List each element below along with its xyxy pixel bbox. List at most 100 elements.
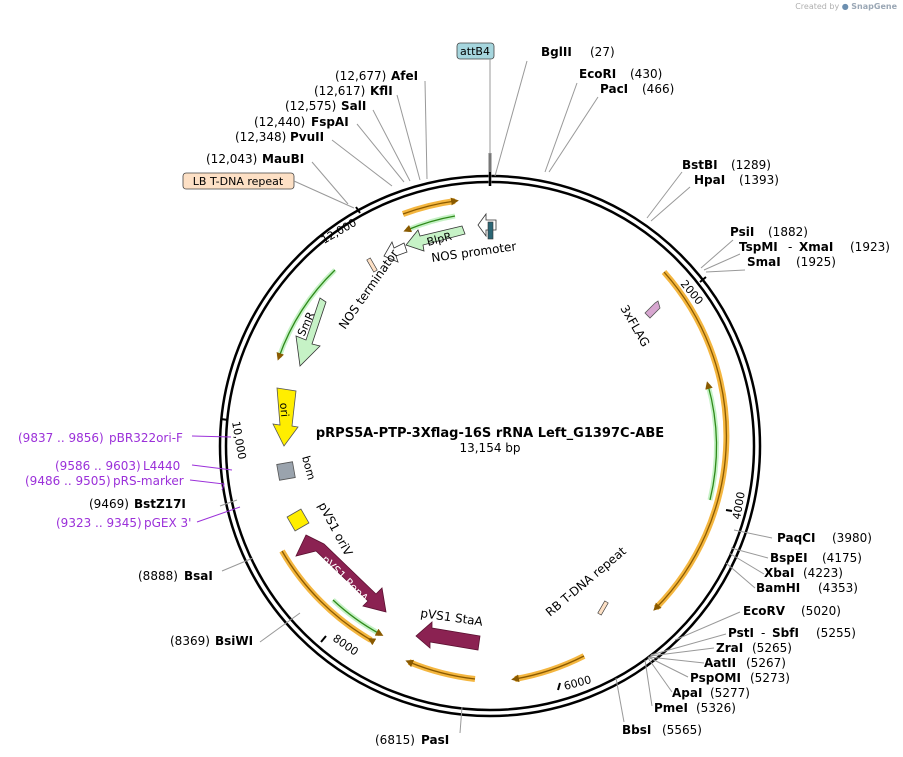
site-zrai: ZraI (5265) (716, 641, 792, 655)
svg-text:AfeI: AfeI (391, 69, 418, 83)
tick-12000 (355, 206, 361, 214)
orange-feature-arcs (279, 197, 730, 683)
tick-10000 (220, 418, 229, 421)
svg-text:(12,348): (12,348) (235, 130, 286, 144)
svg-text:(27): (27) (590, 45, 615, 59)
svg-text:EcoRI: EcoRI (579, 67, 616, 81)
attb4-box (456, 42, 495, 60)
bom-marker (276, 461, 296, 481)
site-bstz17i: (9469)BstZ17I (89, 497, 186, 511)
svg-text:(12,440): (12,440) (254, 115, 305, 129)
svg-text:(4175): (4175) (822, 551, 862, 565)
tick-label-12000: 12,000 (319, 216, 359, 247)
svg-text:PsiI: PsiI (730, 225, 754, 239)
svg-text:(5326): (5326) (696, 701, 736, 715)
snapgene-logo-icon: ● (841, 2, 849, 11)
svg-text:PasI: PasI (421, 733, 449, 747)
site-bstbi: BstBI (1289) (682, 158, 771, 172)
rb-repeat-label: RB T-DNA repeat (543, 544, 629, 619)
flag-arrow (644, 300, 661, 319)
rb-repeat-marker (597, 600, 609, 616)
site-pvuii: (12,348)PvuII (235, 130, 324, 144)
svg-text:(4353): (4353) (818, 581, 858, 595)
svg-text:(9486 .. 9505): (9486 .. 9505) (25, 474, 111, 488)
lb-repeat-label: LB T-DNA repeat (193, 175, 284, 188)
svg-text:BstBI: BstBI (682, 158, 718, 172)
ori-label: ori (277, 402, 291, 417)
tick-label-10000: 10,000 (229, 420, 248, 460)
svg-text:(466): (466) (642, 82, 674, 96)
svg-text:MauBI: MauBI (262, 152, 304, 166)
primer-pbr322ori-f: (9837 .. 9856) pBR322ori-F (18, 431, 183, 445)
orange-arc-top1 (401, 198, 456, 217)
svg-text:PmeI: PmeI (654, 701, 688, 715)
svg-text:TspMI: TspMI (739, 240, 778, 254)
site-fspai: (12,440) FspAI (254, 115, 349, 129)
svg-text:(4223): (4223) (803, 566, 843, 580)
credit-prefix: Created by (795, 2, 840, 11)
orange-arc-bottom (514, 653, 586, 682)
green-feature-arcs (276, 213, 719, 637)
svg-text:(5267): (5267) (746, 656, 786, 670)
svg-text:KflI: KflI (370, 84, 393, 98)
nos-terminator-marker (366, 257, 378, 273)
svg-text:(5265): (5265) (752, 641, 792, 655)
svg-text:pRS-marker: pRS-marker (113, 474, 184, 488)
svg-text:(9323 .. 9345): (9323 .. 9345) (56, 516, 142, 530)
svg-text:(1923): (1923) (850, 240, 890, 254)
bom-label: bom (299, 454, 318, 481)
svg-text:(3980): (3980) (832, 531, 872, 545)
site-ecori: EcoRI(430) (579, 67, 662, 81)
site-xbai: XbaI(4223) (764, 566, 843, 580)
svg-text:ApaI: ApaI (672, 686, 702, 700)
primer-pgex3: (9323 .. 9345)pGEX 3' (56, 516, 191, 530)
site-pspomi: PspOMI(5273) (690, 671, 790, 685)
svg-text:FspAI: FspAI (311, 115, 349, 129)
svg-text:(12,677): (12,677) (335, 69, 386, 83)
svg-text:pBR322ori-F: pBR322ori-F (109, 431, 183, 445)
pvs1-oriv-marker (286, 508, 310, 532)
site-maubi: (12,043)MauBI (206, 152, 304, 166)
svg-text:(5277): (5277) (710, 686, 750, 700)
svg-text:(6815): (6815) (375, 733, 415, 747)
blpr-label: BlpR (425, 230, 453, 249)
svg-text:(1289): (1289) (731, 158, 771, 172)
flag-label: 3xFLAG (617, 303, 652, 350)
plasmid-name: pRPS5A-PTP-3Xflag-16S rRNA Left_G1397C-A… (316, 426, 664, 441)
tick-label-8000: 8000 (330, 632, 360, 659)
svg-text:SalI: SalI (341, 99, 366, 113)
svg-text:ZraI: ZraI (716, 641, 743, 655)
svg-text:(5565): (5565) (662, 723, 702, 737)
site-bsai: (8888)BsaI (138, 569, 213, 583)
svg-text:(5255): (5255) (816, 626, 856, 640)
plasmid-size: 13,154 bp (459, 441, 520, 455)
svg-text:(1393): (1393) (739, 173, 779, 187)
svg-text:-: - (788, 240, 792, 254)
svg-text:(8888): (8888) (138, 569, 178, 583)
site-bbsi: BbsI(5565) (622, 723, 702, 737)
svg-text:(9837 .. 9856): (9837 .. 9856) (18, 431, 104, 445)
smr-arrow (295, 297, 327, 367)
site-ecorv: EcoRV(5020) (743, 604, 841, 618)
tick-label-4000: 4000 (730, 491, 748, 521)
site-bspei: BspEI (4175) (770, 551, 862, 565)
tick-8000 (320, 635, 327, 643)
svg-text:(12,617): (12,617) (314, 84, 365, 98)
primer-l4440: (9586 .. 9603)L4440 (55, 459, 180, 473)
svg-text:(5273): (5273) (750, 671, 790, 685)
site-hpai: HpaI (1393) (694, 173, 779, 187)
svg-text:SmaI: SmaI (747, 255, 781, 269)
svg-text:-: - (761, 626, 765, 640)
svg-text:BglII: BglII (541, 45, 572, 59)
nos-promoter-marker (487, 221, 494, 240)
site-paci: PacI(466) (600, 82, 674, 96)
site-afei: (12,677) AfeI (335, 69, 418, 83)
svg-text:(1925): (1925) (796, 255, 836, 269)
svg-text:HpaI: HpaI (694, 173, 725, 187)
site-leaders (219, 60, 773, 734)
svg-text:EcoRV: EcoRV (743, 604, 786, 618)
blpr-arrow (405, 225, 466, 252)
svg-text:BspEI: BspEI (770, 551, 808, 565)
svg-text:PstI: PstI (728, 626, 754, 640)
